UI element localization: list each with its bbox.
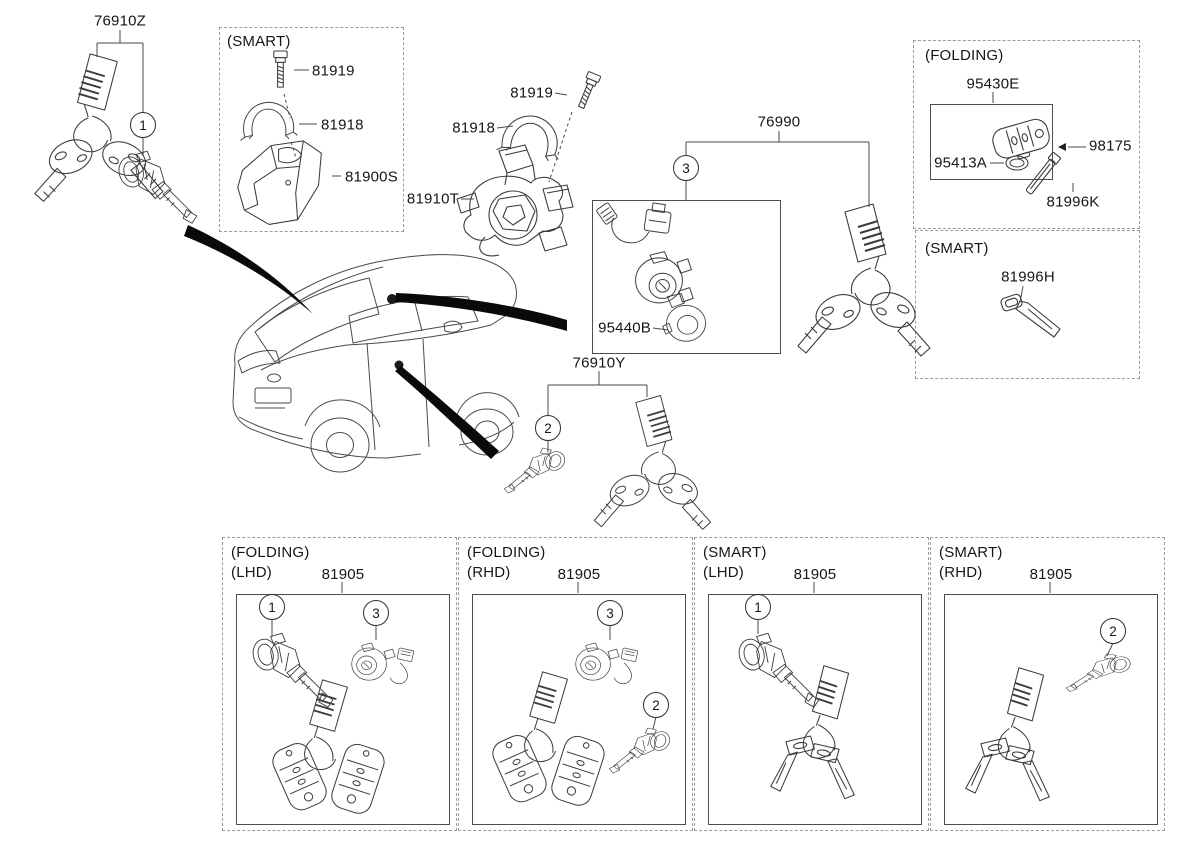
part-label-81919-ign: 81919 [510,84,553,102]
car-illustration [232,254,520,473]
ignition-parts-box [592,200,781,354]
part-label-76990: 76990 [757,113,801,131]
kit1-callout-1: 1 [259,594,285,620]
part-label-81918-ign: 81918 [452,119,495,137]
location-dot-ignition [387,294,397,304]
kit-inner-box [236,594,450,825]
kit-inner-box [708,594,922,825]
kit-part-label: 81905 [1029,566,1073,583]
part-label-76910y: 76910Y [572,354,626,372]
callout-circle-1: 1 [130,112,156,138]
kit-variant-label: (SMART) [939,544,1003,561]
kit-box-folding-lhd: (FOLDING) (LHD) 81905 [222,537,457,831]
kit2-callout-2: 2 [643,692,669,718]
key-set-76990 [797,203,931,357]
kit2-callout-3: 3 [597,600,623,626]
kit4-callout-2: 2 [1100,618,1126,644]
kit-variant-label: (FOLDING) [467,544,546,561]
key-set-76910y [593,394,712,531]
kit-drive-label: (LHD) [231,564,272,581]
arrow-to-door-lock [395,366,499,459]
door-lock-cylinder-2 [503,447,568,494]
kit-drive-label: (RHD) [939,564,983,581]
arrow-to-steering [184,225,313,314]
kit-variant-label: (SMART) [703,544,767,561]
kit-drive-label: (LHD) [703,564,744,581]
kit3-callout-1: 1 [745,594,771,620]
callout-circle-3: 3 [673,155,699,181]
kit1-callout-3: 3 [363,600,389,626]
location-dot-door [394,360,404,370]
kit-drive-label: (RHD) [467,564,511,581]
clamp-81918-ign [495,108,568,166]
pointer-arrows [184,225,567,459]
screw-81919-ign [574,70,602,111]
kit-part-label: 81905 [321,566,365,583]
smart-column-box [219,27,404,232]
kit-box-smart-lhd: (SMART) (LHD) 81905 [694,537,929,831]
kit-box-folding-rhd: (FOLDING) (RHD) 81905 [458,537,693,831]
callout-circle-2: 2 [535,415,561,441]
kit-variant-label: (FOLDING) [231,544,310,561]
kit-part-label: 81905 [793,566,837,583]
ignition-lock-81910t [456,144,574,257]
kit-part-label: 81905 [557,566,601,583]
kit-box-smart-rhd: (SMART) (RHD) 81905 [930,537,1165,831]
door-lock-cylinder-1 [115,150,198,224]
smart-blank-key-box [915,230,1140,379]
part-label-76910z: 76910Z [93,12,147,30]
folding-key-inner-box [930,104,1053,180]
part-label-81910t: 81910T [406,190,459,208]
folding-key-box [913,40,1140,229]
arrow-to-ignition-box [395,293,567,331]
